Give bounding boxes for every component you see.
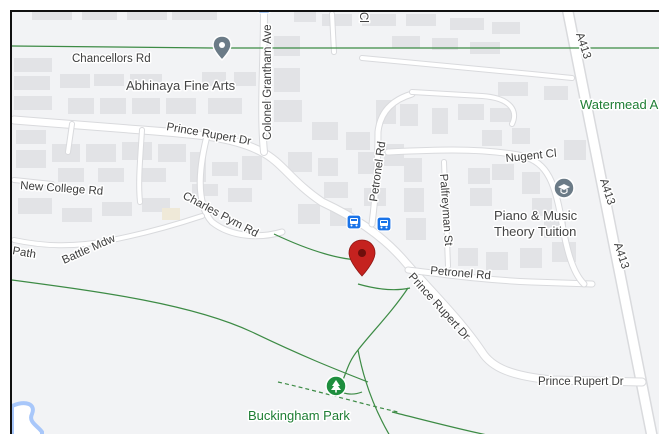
label-cl-fragment: Cl [357,12,369,23]
bus-stop-west[interactable] [346,214,362,230]
map-canvas[interactable]: Chancellors Rd Colonel Grantham Ave Prin… [12,12,659,434]
poi-buckingham-park[interactable]: Buckingham Park [247,375,352,425]
red-location-pin-icon[interactable] [348,239,376,277]
label-prince-rupert-dr-north: Prince Rupert Dr [165,121,252,148]
bus-icon [257,12,271,14]
street-labels: Chancellors Rd Colonel Grantham Ave Prin… [12,12,632,390]
graduation-cap-icon [553,177,575,199]
poi-piano-music-tuition[interactable]: Piano & Music Theory Tuition [493,177,579,241]
label-piano-line2: Theory Tuition [494,224,576,239]
poi-abhinaya-fine-arts[interactable]: Abhinaya Fine Arts [125,35,237,95]
label-abhinaya-fine-arts: Abhinaya Fine Arts [126,78,236,93]
label-watermead[interactable]: Watermead A [579,96,660,114]
map-view[interactable]: Chancellors Rd Colonel Grantham Ave Prin… [10,10,659,434]
roads-layer [12,12,658,434]
map-pin-icon [212,35,232,62]
label-prince-rupert-dr-middle: Prince Rupert Dr [406,271,472,343]
label-prince-rupert-dr-south: Prince Rupert Dr [538,376,624,388]
label-battle-mdw: Battle Mdw [60,232,117,266]
label-new-college-rd: New College Rd [20,180,104,198]
label-chancellors-rd: Chancellors Rd [72,53,151,65]
bus-stop-top[interactable] [257,12,271,14]
bus-stop-east[interactable] [376,216,392,232]
label-piano-line1: Piano & Music [494,208,578,223]
lake [12,401,44,434]
tree-icon [325,375,347,397]
label-path-fragment: Path [12,245,37,261]
label-colonel-grantham-ave: Colonel Grantham Ave [262,25,274,141]
label-buckingham-park: Buckingham Park [248,408,350,423]
label-palfreyman-st: Palfreyman St [437,173,454,247]
